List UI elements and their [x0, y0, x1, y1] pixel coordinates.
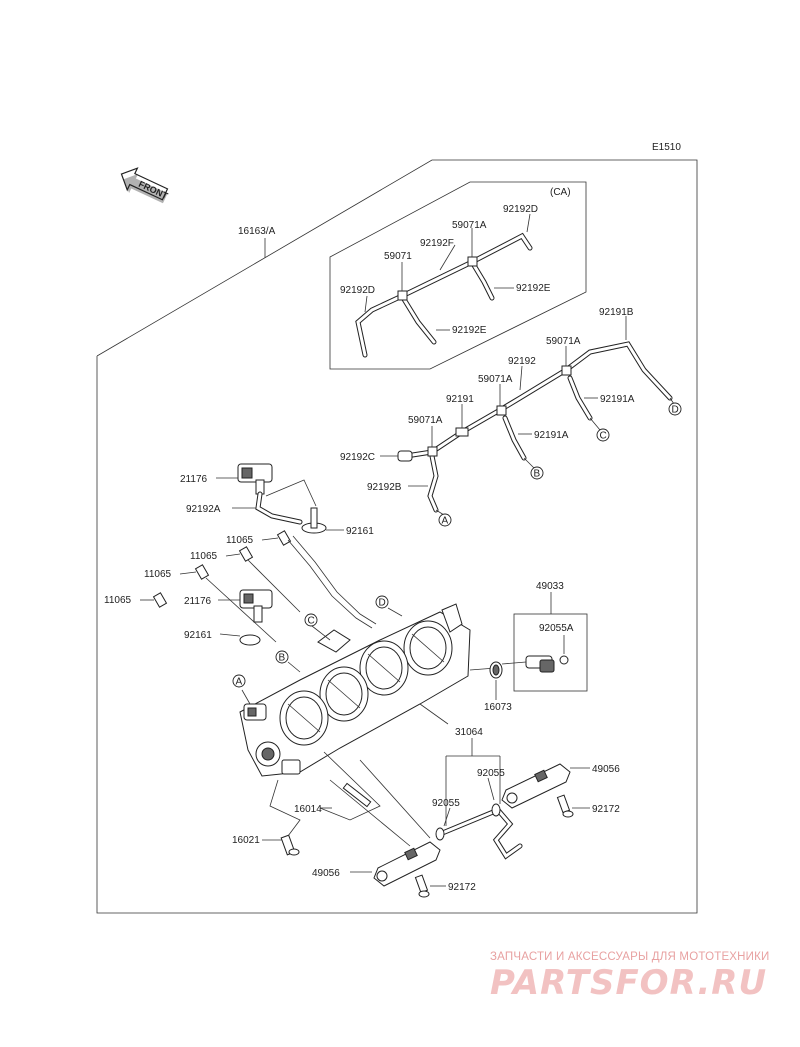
svg-text:A: A — [236, 677, 243, 688]
label-59071: 59071 — [384, 251, 412, 262]
label-31064: 31064 — [455, 727, 483, 738]
label-11065-b: 11065 — [190, 551, 218, 562]
ref-circle-A-upper: A — [438, 513, 452, 527]
label-11065-a: 11065 — [226, 535, 254, 546]
label-92172-a: 92172 — [592, 804, 620, 815]
label-21176-b: 21176 — [184, 596, 212, 607]
map-sensor-upper — [237, 463, 273, 495]
label-92192B: 92192B — [367, 482, 402, 493]
label-16021: 16021 — [232, 835, 260, 846]
label-92192A: 92192A — [186, 504, 221, 515]
bolt-92172-right — [556, 794, 574, 818]
label-92172-b: 92172 — [448, 882, 476, 893]
ref-circle-B-upper: B — [530, 466, 544, 480]
ca-hose-assembly — [355, 232, 533, 358]
label-92191A-a: 92191A — [600, 394, 635, 405]
label-92191: 92191 — [446, 394, 474, 405]
bolt-92172-left — [414, 874, 430, 898]
injector-inset-box — [513, 613, 588, 692]
label-92192D-a: 92192D — [503, 204, 538, 215]
ref-circle-D-upper: D — [668, 402, 682, 416]
label-49056-b: 49056 — [312, 868, 340, 879]
inset-label: (CA) — [550, 187, 571, 198]
svg-text:D: D — [379, 598, 386, 609]
label-59071A-c: 59071A — [478, 374, 513, 385]
label-59071A-b: 59071A — [546, 336, 581, 347]
label-92192F: 92192F — [420, 238, 454, 249]
fuel-injector — [525, 655, 569, 673]
nipple-11065-a — [276, 530, 292, 546]
label-92161-a: 92161 — [346, 526, 374, 537]
label-49033: 49033 — [536, 581, 564, 592]
label-92192E-a: 92192E — [516, 283, 551, 294]
ref-circle-D-lower: D — [375, 595, 389, 609]
label-92192D-b: 92192D — [340, 285, 375, 296]
watermark-brand: PARTSFOR.RU — [490, 963, 768, 1003]
label-92191A-b: 92191A — [534, 430, 569, 441]
front-arrow-icon: FRONT — [120, 167, 170, 204]
label-59071A-d: 59071A — [408, 415, 443, 426]
label-92192E-b: 92192E — [452, 325, 487, 336]
label-92161-b: 92161 — [184, 630, 212, 641]
label-92055A: 92055A — [539, 623, 574, 634]
fuel-rail-49056-left — [373, 841, 441, 887]
svg-text:A: A — [442, 516, 449, 527]
svg-text:D: D — [672, 405, 679, 416]
oring-16073 — [489, 661, 503, 679]
watermark-tagline: ЗАПЧАСТИ И АКСЕССУАРЫ ДЛЯ МОТОТЕХНИКИ — [490, 951, 770, 963]
label-21176-a: 21176 — [180, 474, 208, 485]
ref-circle-B-lower: B — [275, 650, 289, 664]
ref-circle-C-upper: C — [596, 428, 610, 442]
svg-text:C: C — [308, 616, 315, 627]
throttle-body-assembly — [239, 603, 471, 777]
screw-92161-lower — [239, 634, 261, 646]
vacuum-hose-network — [397, 341, 673, 513]
label-92055-b: 92055 — [432, 798, 460, 809]
label-92192C: 92192C — [340, 452, 375, 463]
ca-inset-box — [329, 181, 587, 370]
ref-circle-A-lower: A — [232, 674, 246, 688]
label-92191B: 92191B — [599, 307, 634, 318]
diagram-code: E1510 — [652, 142, 681, 153]
fuel-pipe-31064 — [435, 803, 523, 860]
label-59071A-a: 59071A — [452, 220, 487, 231]
nipple-11065-d — [152, 592, 168, 608]
bolt-16021 — [280, 834, 300, 856]
frame-label: 16163/A — [238, 226, 276, 237]
label-92055-a: 92055 — [477, 768, 505, 779]
fuel-rail-49056-right — [501, 763, 571, 809]
assembly-frame — [96, 159, 698, 914]
label-16014: 16014 — [294, 804, 322, 815]
label-11065-d: 11065 — [104, 595, 132, 606]
svg-text:B: B — [279, 653, 286, 664]
screw-92161-upper — [301, 507, 327, 534]
map-sensor-lower — [239, 589, 273, 623]
label-92192: 92192 — [508, 356, 536, 367]
label-16073: 16073 — [484, 702, 512, 713]
ref-circle-C-lower: C — [304, 613, 318, 627]
nipple-11065-b — [238, 546, 254, 562]
svg-text:B: B — [534, 469, 541, 480]
nipple-11065-c — [194, 564, 210, 580]
svg-text:C: C — [600, 431, 607, 442]
label-49056-a: 49056 — [592, 764, 620, 775]
label-11065-c: 11065 — [144, 569, 172, 580]
screw-16014 — [342, 782, 372, 808]
